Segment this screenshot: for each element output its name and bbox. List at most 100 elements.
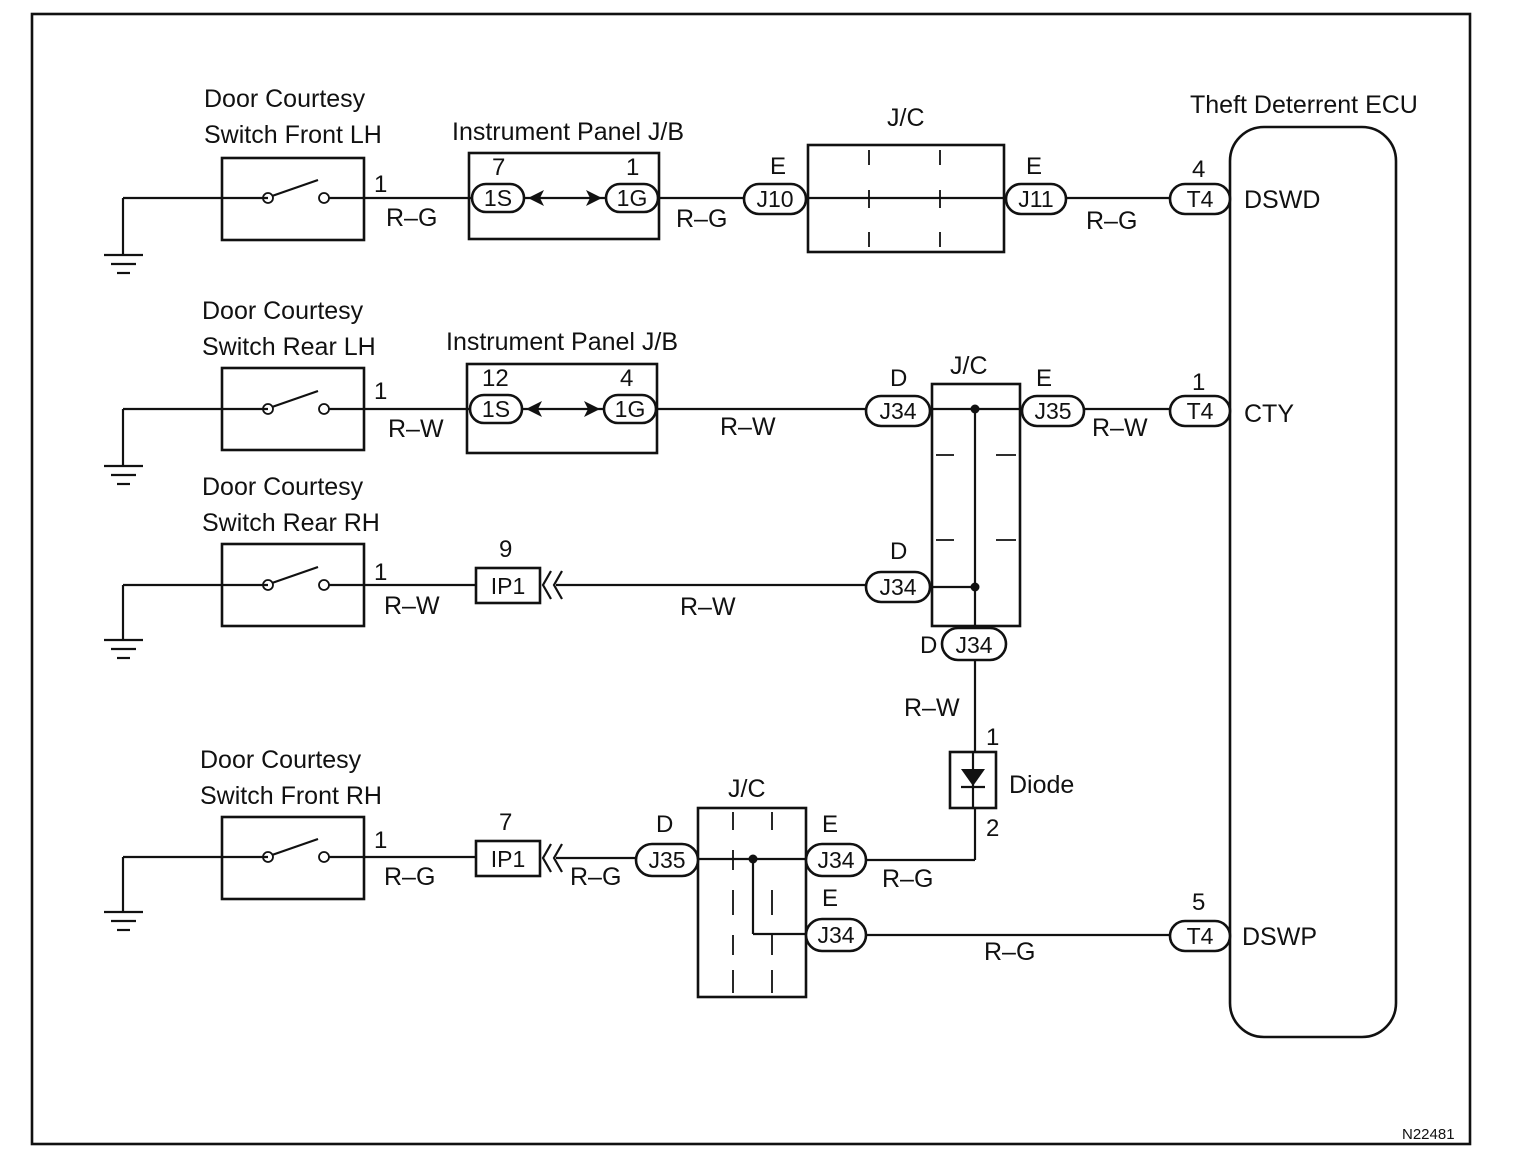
connector-ip1 <box>474 566 542 605</box>
switch-front-lh-label-1: Door Courtesy <box>204 85 366 113</box>
switch-pin: 1 <box>374 171 387 198</box>
jc-letter: E <box>1036 365 1052 392</box>
jc-letter: E <box>822 885 838 912</box>
jc-letter: E <box>1026 153 1042 180</box>
switch-blade <box>271 565 319 585</box>
connector-pin: 9 <box>499 536 512 563</box>
switch-contact <box>262 579 274 591</box>
theft-deterrent-ecu: Theft Deterrent ECU <box>1190 91 1418 1039</box>
jc-letter: D <box>890 538 907 565</box>
jb-pin-left: 7 <box>492 154 505 181</box>
connector-j11-label: J11 <box>1018 186 1053 212</box>
connector-t4-label: T4 <box>1187 186 1214 212</box>
wire-color-label: R–G <box>984 938 1035 966</box>
switch-contact <box>262 192 274 204</box>
switch-pin: 1 <box>374 559 387 586</box>
diode-pin-top: 1 <box>986 724 999 751</box>
switch-front-rh-label-1: Door Courtesy <box>200 746 362 774</box>
connector-j34-label: J34 <box>817 922 854 948</box>
ecu-terminal-pin: 5 <box>1192 889 1205 916</box>
ecu-terminal-name: DSWD <box>1244 186 1320 214</box>
circuit-rear-rh: Door Courtesy Switch Rear RH 1 R–W 9 IP1… <box>104 473 1008 752</box>
wire-color-label: R–G <box>882 865 933 893</box>
ecu-terminal-pin: 1 <box>1192 369 1205 396</box>
switch-contact <box>318 579 330 591</box>
jb-pin-right: 1 <box>626 154 639 181</box>
wire-color-label: R–G <box>1086 207 1137 235</box>
jb-label: Instrument Panel J/B <box>452 118 684 146</box>
connector-t4 <box>1168 919 1232 953</box>
connector-arrow <box>528 190 544 206</box>
connector-1g-label: 1G <box>615 396 646 422</box>
switch-contact <box>262 851 274 863</box>
wire-color-label: R–G <box>384 863 435 891</box>
switch-pin: 1 <box>374 378 387 405</box>
connector-ip1 <box>474 839 542 878</box>
connector-arrow <box>584 401 600 417</box>
drawing-code: N22481 <box>1402 1126 1455 1143</box>
jc-label: J/C <box>950 352 988 380</box>
wire-color-label: R–W <box>720 413 776 441</box>
ecu-label: Theft Deterrent ECU <box>1190 91 1418 119</box>
connector-j35 <box>1020 394 1086 428</box>
jc-letter: E <box>822 811 838 838</box>
connector-j10 <box>742 182 808 216</box>
jc-letter: D <box>656 811 673 838</box>
junction-connector <box>696 806 808 999</box>
connector-t4-label: T4 <box>1187 923 1214 949</box>
connector-j35-label: J35 <box>648 847 685 873</box>
connector-arrow <box>586 190 602 206</box>
ecu-terminal-name: CTY <box>1244 400 1294 428</box>
connector-j34-label: J34 <box>879 574 916 600</box>
connector-chevron <box>541 570 563 600</box>
jb-pin-left: 12 <box>482 365 509 392</box>
switch-contact <box>318 192 330 204</box>
switch-rear-lh-label-2: Switch Rear LH <box>202 333 376 361</box>
connector-j34 <box>864 570 932 604</box>
switch-rear-lh-label-1: Door Courtesy <box>202 297 364 325</box>
junction-dot <box>970 582 980 592</box>
ecu-terminal-pin: 4 <box>1192 156 1205 183</box>
connector-chevron <box>541 843 563 873</box>
connector-j35 <box>634 842 700 878</box>
connector-j34-label: J34 <box>955 632 992 658</box>
jc-label: J/C <box>887 104 925 132</box>
connector-1s-label: 1S <box>484 185 512 211</box>
switch-rear-rh-label-2: Switch Rear RH <box>202 509 380 537</box>
jc-letter: D <box>890 365 907 392</box>
wire-color-label: R–W <box>680 593 736 621</box>
connector-j35-label: J35 <box>1034 398 1071 424</box>
wire-color-label: R–G <box>676 205 727 233</box>
switch-contact <box>262 403 274 415</box>
jc-letter: D <box>920 632 937 659</box>
junction-dot <box>748 854 758 864</box>
jc-letter: E <box>770 153 786 180</box>
connector-pin: 7 <box>499 809 512 836</box>
switch-rear-rh-label-1: Door Courtesy <box>202 473 364 501</box>
connector-j34-label: J34 <box>879 398 916 424</box>
diagram-frame <box>30 12 1472 1146</box>
wire-color-label: R–W <box>384 592 440 620</box>
connector-j34-label: J34 <box>817 847 854 873</box>
wire-color-label: R–G <box>570 863 621 891</box>
connector-t4-label: T4 <box>1187 398 1214 424</box>
connector-t4 <box>1168 182 1232 216</box>
circuit-front-rh: Door Courtesy Switch Front RH 1 R–G 7 IP… <box>104 746 1317 999</box>
circuit-front-lh: Door Courtesy Switch Front LH 1 R–G Inst… <box>104 85 1320 275</box>
jb-pin-right: 4 <box>620 365 633 392</box>
connector-j10-label: J10 <box>756 186 793 212</box>
switch-front-lh-label-2: Switch Front LH <box>204 121 382 149</box>
diode-label: Diode <box>1009 771 1074 799</box>
switch-contact <box>318 403 330 415</box>
wire-color-label: R–W <box>388 415 444 443</box>
connector-ip1-label: IP1 <box>491 573 526 599</box>
connector-1s-label: 1S <box>482 396 510 422</box>
connector-j34 <box>864 394 932 428</box>
ecu-body <box>1228 125 1398 1039</box>
wire-color-label: R–W <box>1092 414 1148 442</box>
connector-1g-label: 1G <box>617 185 648 211</box>
connector-ip1-label: IP1 <box>491 846 526 872</box>
switch-blade <box>271 837 319 857</box>
switch-blade <box>271 178 319 198</box>
